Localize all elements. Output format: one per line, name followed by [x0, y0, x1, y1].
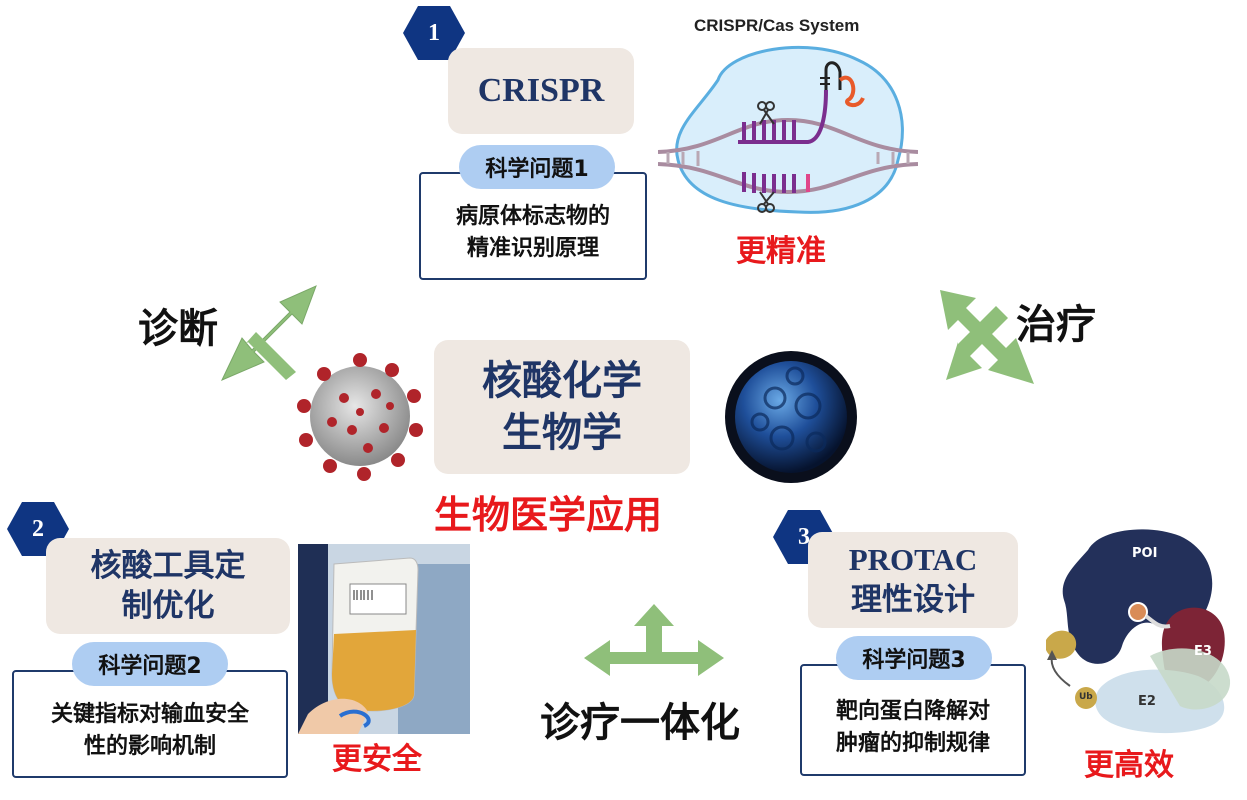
protac-diagram: POI E3 E2 Ub [1030, 520, 1240, 740]
question-3-desc-line1: 靶向蛋白降解对 [835, 699, 990, 725]
question-2-desc-line1: 关键指标对输血安全 [50, 702, 249, 728]
diagnosis-label: 诊断 [138, 306, 218, 352]
theranostics-arrow [584, 604, 724, 676]
diagnosis-arrow [220, 285, 317, 381]
virus-image [292, 348, 428, 484]
protac-label-e2: E2 [1138, 694, 1156, 709]
protac-title-line1: PROTAC [848, 541, 978, 577]
crispr-benefit: 更精准 [736, 234, 826, 269]
protac-label-ub: Ub [1079, 692, 1093, 702]
theranostics-label: 诊疗一体化 [540, 700, 740, 746]
tumor-cell-image [720, 346, 862, 488]
protac-benefit: 更高效 [1084, 748, 1174, 783]
question-1-desc-line2: 精准识别原理 [466, 236, 599, 261]
question-1-pill: 科学问题1 [459, 145, 615, 189]
center-title-line2: 生物学 [502, 410, 622, 456]
question-box-2: 关键指标对输血安全 性的影响机制 [12, 670, 288, 778]
center-subtitle: 生物医学应用 [434, 493, 663, 537]
crispr-title-box: CRISPR [448, 48, 634, 134]
question-3-desc-line2: 肿瘤的抑制规律 [835, 731, 990, 756]
protac-title-box: PROTAC 理性设计 [808, 532, 1018, 628]
question-box-3: 靶向蛋白降解对 肿瘤的抑制规律 [800, 664, 1026, 776]
nucleic-tool-title-line1: 核酸工具定 [90, 547, 246, 584]
nucleic-tool-title-line2: 制优化 [121, 588, 215, 624]
therapy-arrow [940, 290, 1034, 384]
crispr-title: CRISPR [477, 72, 605, 109]
nucleic-tool-title-box: 核酸工具定 制优化 [46, 538, 290, 634]
question-1-desc-line1: 病原体标志物的 [455, 204, 610, 230]
nucleic-tool-benefit: 更安全 [332, 742, 422, 777]
protac-label-poi: POI [1132, 546, 1158, 561]
question-box-1: 病原体标志物的 精准识别原理 [419, 172, 647, 280]
number-badge-1: 1 [402, 4, 466, 62]
center-title-box: 核酸化学 生物学 [434, 340, 690, 474]
crispr-diagram-title: CRISPR/Cas System [694, 16, 860, 35]
crispr-cas-diagram: CRISPR/Cas System [658, 10, 918, 230]
center-title-line1: 核酸化学 [482, 358, 642, 404]
question-2-desc-line2: 性的影响机制 [83, 734, 216, 759]
protac-label-e3: E3 [1194, 644, 1212, 659]
question-3-pill: 科学问题3 [836, 636, 992, 680]
blood-bag-image [298, 544, 470, 734]
therapy-label: 治疗 [1016, 302, 1096, 348]
question-2-pill: 科学问题2 [72, 642, 228, 686]
protac-title-line2: 理性设计 [851, 582, 975, 618]
